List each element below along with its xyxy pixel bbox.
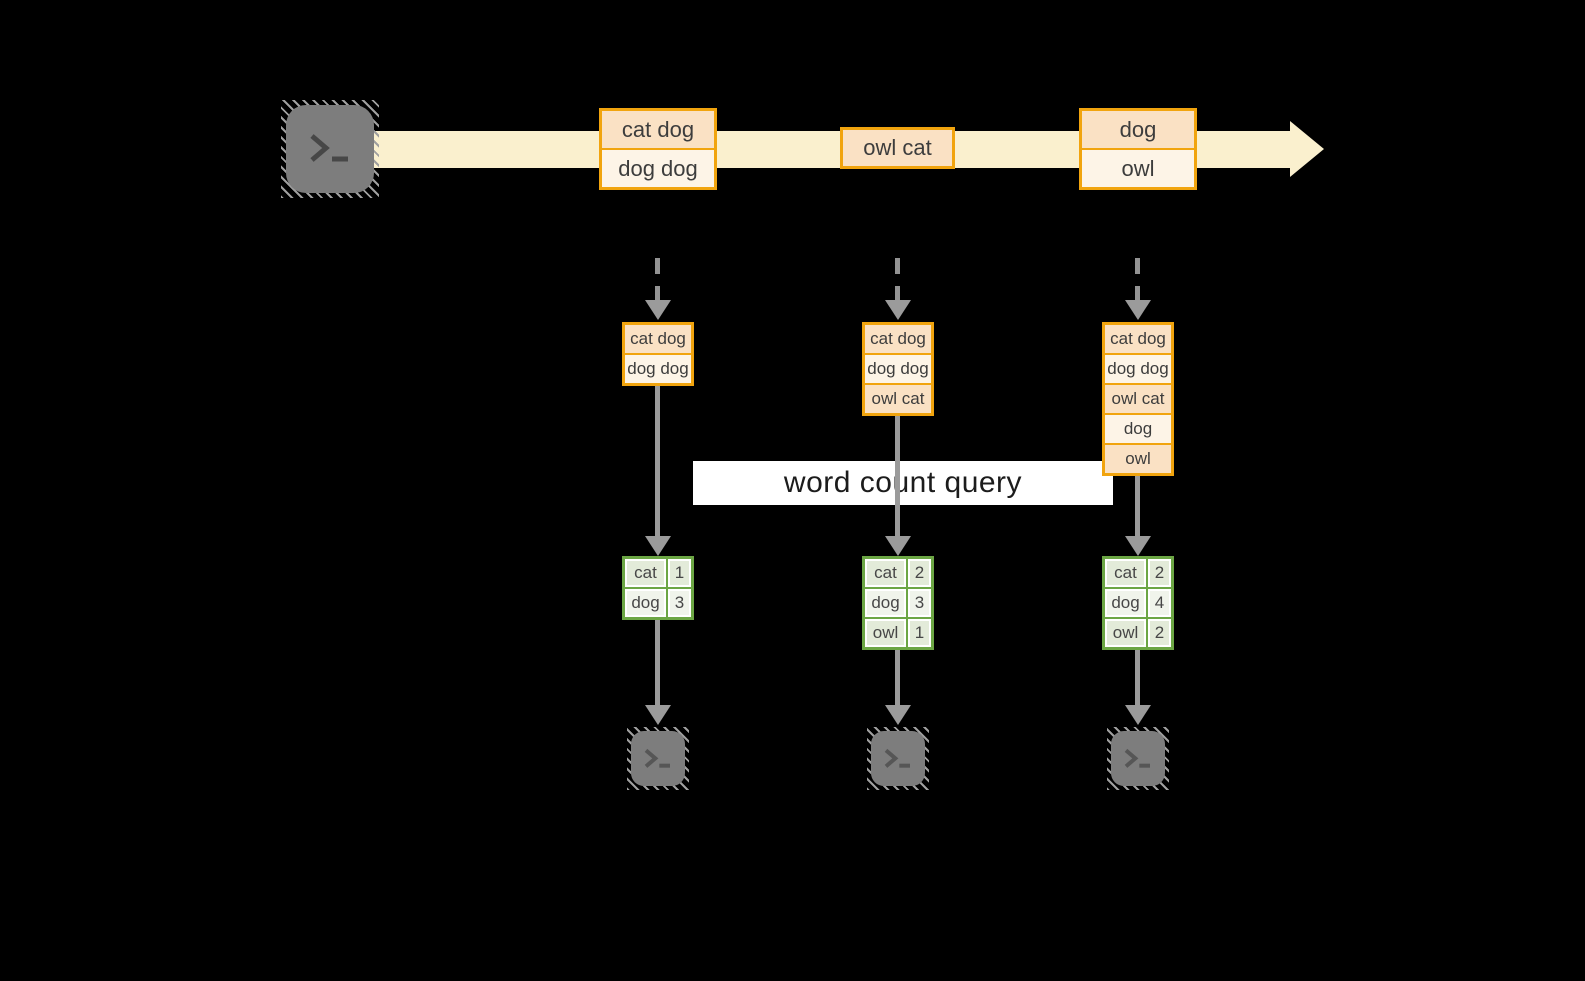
dashed-arrowhead-icon	[1125, 300, 1151, 320]
count-table: cat 2 dog 4 owl 2	[1102, 556, 1174, 650]
down-arrow-icon	[895, 416, 900, 536]
count-word: cat	[865, 559, 906, 587]
event-row: dog dog	[602, 150, 714, 187]
buffer-stack: cat dog dog dog	[622, 322, 694, 386]
dashed-arrowhead-icon	[645, 300, 671, 320]
down-arrow-icon	[655, 386, 660, 536]
count-word: dog	[1105, 589, 1146, 617]
dashed-down-arrow-icon	[655, 258, 660, 300]
count-word: cat	[1105, 559, 1146, 587]
count-value: 3	[668, 589, 691, 617]
query-label: word count query	[783, 466, 1023, 499]
event-row: dog	[1082, 111, 1194, 148]
count-table: cat 1 dog 3	[622, 556, 694, 620]
count-value: 2	[1148, 559, 1171, 587]
buffer-row: dog	[1105, 415, 1171, 443]
count-value: 4	[1148, 589, 1171, 617]
sink-terminal-icon	[867, 727, 929, 790]
dashed-arrowhead-icon	[885, 300, 911, 320]
terminal-screen	[631, 731, 685, 786]
count-table: cat 2 dog 3 owl 1	[862, 556, 934, 650]
event-row: owl cat	[843, 130, 952, 166]
stream-arrowhead-icon	[1290, 121, 1324, 177]
terminal-prompt-icon	[884, 748, 910, 768]
buffer-row: cat dog	[625, 325, 691, 353]
down-arrow-icon	[655, 620, 660, 705]
terminal-screen	[871, 731, 925, 786]
event-row: cat dog	[602, 111, 714, 148]
buffer-row: owl cat	[1105, 385, 1171, 413]
count-value: 2	[1148, 619, 1171, 647]
source-terminal-icon	[281, 100, 379, 198]
event-row: owl	[1082, 150, 1194, 187]
count-word: dog	[625, 589, 666, 617]
buffer-row: cat dog	[865, 325, 931, 353]
count-word: dog	[865, 589, 906, 617]
query-banner: word count query	[693, 461, 1113, 505]
count-word: owl	[865, 619, 906, 647]
buffer-stack: cat dog dog dog owl cat	[862, 322, 934, 416]
arrowhead-icon	[645, 536, 671, 556]
count-value: 2	[908, 559, 931, 587]
count-word: owl	[1105, 619, 1146, 647]
stream-event-box: cat dog dog dog	[599, 108, 717, 190]
arrowhead-icon	[885, 536, 911, 556]
dashed-down-arrow-icon	[895, 258, 900, 300]
buffer-row: dog dog	[1105, 355, 1171, 383]
terminal-screen	[1111, 731, 1165, 786]
count-word: cat	[625, 559, 666, 587]
buffer-row: owl cat	[865, 385, 931, 413]
sink-terminal-icon	[1107, 727, 1169, 790]
terminal-prompt-icon	[1124, 748, 1150, 768]
arrowhead-icon	[1125, 536, 1151, 556]
terminal-screen	[286, 105, 374, 193]
stream-event-box: owl cat	[840, 127, 955, 169]
count-value: 1	[908, 619, 931, 647]
buffer-row: owl	[1105, 445, 1171, 473]
dashed-down-arrow-icon	[1135, 258, 1140, 300]
sink-terminal-icon	[627, 727, 689, 790]
count-value: 1	[668, 559, 691, 587]
arrowhead-icon	[645, 705, 671, 725]
buffer-row: dog dog	[865, 355, 931, 383]
terminal-prompt-icon	[310, 134, 348, 162]
terminal-prompt-icon	[644, 748, 670, 768]
down-arrow-icon	[1135, 476, 1140, 536]
buffer-row: dog dog	[625, 355, 691, 383]
stream-event-box: dog owl	[1079, 108, 1197, 190]
buffer-stack: cat dog dog dog owl cat dog owl	[1102, 322, 1174, 476]
down-arrow-icon	[1135, 650, 1140, 705]
count-value: 3	[908, 589, 931, 617]
buffer-row: cat dog	[1105, 325, 1171, 353]
arrowhead-icon	[1125, 705, 1151, 725]
arrowhead-icon	[885, 705, 911, 725]
down-arrow-icon	[895, 650, 900, 705]
